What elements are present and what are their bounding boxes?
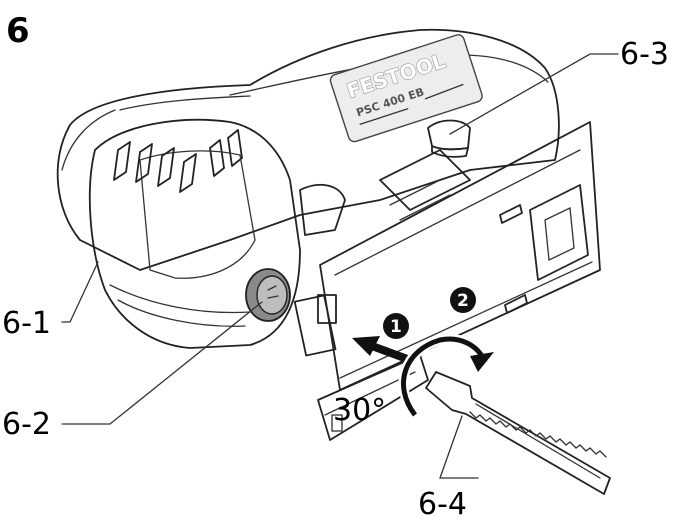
callout-6-4: 6-4 (418, 487, 467, 520)
insert-arrow (352, 336, 412, 364)
cover-ribs (113, 141, 197, 193)
step-2-badge: 2 (450, 287, 476, 313)
svg-text:1: 1 (390, 317, 402, 337)
motor-cover (88, 118, 301, 349)
step-1-badge: 1 (383, 313, 409, 339)
rotate-arrow (398, 334, 494, 419)
leader-lines (61, 53, 619, 479)
figure-number: 6 (6, 11, 30, 51)
callout-6-3: 6-3 (620, 37, 669, 72)
front-knob (245, 268, 291, 322)
callout-6-2: 6-2 (2, 407, 51, 442)
blade-holder-mechanism (293, 149, 471, 357)
saw-blade (425, 371, 611, 495)
clamp-lever (427, 119, 471, 158)
callout-6-1: 6-1 (2, 306, 51, 341)
brand-plate: FESTOOL PSC 400 EB (329, 34, 483, 143)
tool-housing: FESTOOL PSC 400 EB (56, 28, 560, 271)
svg-text:2: 2 (457, 291, 469, 311)
vent-slots (209, 129, 243, 177)
angle-label: 30° (333, 393, 386, 428)
